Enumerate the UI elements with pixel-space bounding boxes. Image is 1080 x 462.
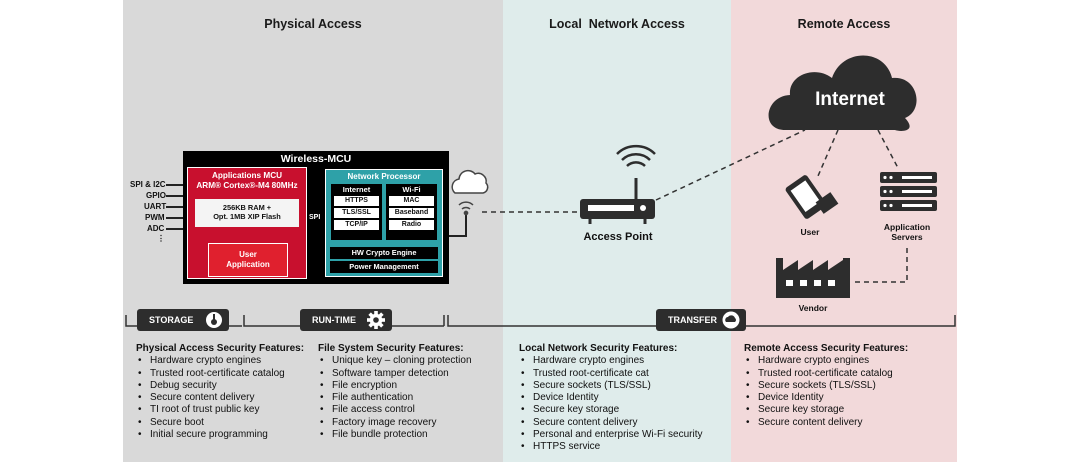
- pin-adc: ADC: [147, 224, 165, 233]
- pin-uart: UART: [144, 202, 167, 211]
- hw-crypto-engine: HW Crypto Engine: [330, 247, 438, 259]
- list-item: File authentication: [318, 392, 472, 405]
- vendor-factory-icon: [776, 258, 850, 298]
- list-item: Secure content delivery: [136, 392, 304, 405]
- storage-icon: [206, 312, 222, 328]
- list-item: Secure boot: [136, 417, 304, 430]
- filesystem-features-heading: File System Security Features:: [318, 343, 464, 354]
- network-processor: Network Processor Internet HTTPS TLS/SSL…: [325, 169, 443, 277]
- list-item: Initial secure programming: [136, 429, 304, 442]
- internet-label: Internet: [815, 89, 885, 110]
- transfer-label: TRANSFER: [668, 315, 717, 325]
- list-item: Hardware crypto engines: [519, 355, 703, 368]
- storage-pill: STORAGE: [137, 309, 229, 331]
- list-item: Secure content delivery: [519, 417, 703, 430]
- pin-gpio: GPIO: [146, 191, 167, 200]
- user-device-icon: [785, 175, 839, 219]
- pin-pwm: PWM: [145, 213, 165, 222]
- np-cell-baseband: Baseband: [389, 208, 434, 218]
- pin-more: ⋮: [157, 234, 165, 243]
- list-item: Trusted root-certificate catalog: [136, 368, 304, 381]
- remote-access-features: Remote Access Security Features: Hardwar…: [744, 343, 908, 429]
- mcu-wifi-icon: [458, 201, 474, 216]
- list-item: Trusted root-certificate cat: [519, 368, 703, 381]
- list-item: Personal and enterprise Wi-Fi security: [519, 429, 703, 442]
- transfer-pill: TRANSFER: [656, 309, 746, 331]
- list-item: Secure sockets (TLS/SSL): [519, 380, 703, 393]
- storage-label: STORAGE: [149, 315, 194, 325]
- remote-features-heading: Remote Access Security Features:: [744, 343, 909, 354]
- list-item: Hardware crypto engines: [744, 355, 908, 368]
- runtime-label: RUN-TIME: [312, 315, 356, 325]
- cloud-transfer-icon: [722, 311, 740, 329]
- list-item: Factory image recovery: [318, 417, 472, 430]
- user-app-line2: Application: [226, 260, 270, 269]
- vendor-label: Vendor: [798, 303, 828, 313]
- app-mcu-title: Applications MCU: [211, 171, 283, 180]
- list-item: File bundle protection: [318, 429, 472, 442]
- flash-label: Opt. 1MB XIP Flash: [213, 212, 281, 221]
- power-management: Power Management: [330, 261, 438, 273]
- ram-label: 256KB RAM +: [222, 203, 272, 212]
- application-servers-icon: [880, 172, 937, 211]
- list-item: Unique key – cloning protection: [318, 355, 472, 368]
- list-item: Debug security: [136, 380, 304, 393]
- list-item: File encryption: [318, 380, 472, 393]
- list-item: Secure key storage: [519, 404, 703, 417]
- list-item: Secure content delivery: [744, 417, 908, 430]
- app-servers-line1: Application: [883, 222, 931, 232]
- list-item: Software tamper detection: [318, 368, 472, 381]
- internet-cloud-icon: [768, 55, 917, 131]
- list-item: Device Identity: [519, 392, 703, 405]
- app-mcu-core: ARM® Cortex®-M4 80MHz: [196, 181, 298, 190]
- user-label: User: [800, 227, 820, 237]
- physical-features: Physical Access Security Features: Hardw…: [136, 343, 305, 442]
- remote-access-title: Remote Access: [797, 17, 891, 31]
- list-item: Secure key storage: [744, 404, 908, 417]
- list-item: Trusted root-certificate catalog: [744, 368, 908, 381]
- access-point-label: Access Point: [583, 231, 653, 243]
- list-item: HTTPS service: [519, 441, 703, 454]
- app-servers-line2: Servers: [891, 232, 923, 242]
- list-item: File access control: [318, 404, 472, 417]
- np-cell-radio: Radio: [389, 220, 434, 230]
- physical-access-title: Physical Access: [264, 17, 362, 31]
- bracket-lines: [125, 315, 956, 327]
- filesystem-features: File System Security Features: Unique ke…: [318, 343, 472, 442]
- list-item: Secure sockets (TLS/SSL): [744, 380, 908, 393]
- gear-icon: [367, 311, 385, 329]
- runtime-pill: RUN-TIME: [300, 309, 392, 331]
- np-cell-tcpip: TCP/IP: [334, 220, 379, 230]
- np-cell-mac: MAC: [389, 196, 434, 206]
- local-network-features: Local Network Security Features: Hardwar…: [519, 343, 703, 454]
- local-network-title: Local Network Access: [549, 17, 685, 31]
- wifi-stack: Wi-Fi MAC Baseband Radio: [386, 184, 437, 240]
- internet-stack-header: Internet: [342, 185, 371, 194]
- list-item: Hardware crypto engines: [136, 355, 304, 368]
- pin-arrows: [166, 184, 183, 230]
- internet-stack: Internet HTTPS TLS/SSL TCP/IP: [331, 184, 382, 240]
- local-features-heading: Local Network Security Features:: [519, 343, 678, 354]
- list-item: Device Identity: [744, 392, 908, 405]
- user-app-line1: User: [239, 250, 257, 259]
- list-item: TI root of trust public key: [136, 404, 304, 417]
- wifi-stack-header: Wi-Fi: [402, 185, 421, 194]
- access-point-icon: [580, 144, 656, 224]
- np-cell-https: HTTPS: [334, 196, 379, 206]
- np-cell-tls: TLS/SSL: [334, 208, 379, 218]
- wireless-mcu-title: Wireless-MCU: [280, 153, 352, 165]
- small-cloud-icon: [451, 169, 489, 194]
- physical-features-heading: Physical Access Security Features:: [136, 343, 305, 354]
- network-processor-title: Network Processor: [347, 172, 421, 181]
- spi-label: SPI: [309, 214, 321, 221]
- ram-flash-box: 256KB RAM +Opt. 1MB XIP Flash: [195, 199, 299, 227]
- pin-spi-i2c: SPI & I2C: [130, 180, 166, 189]
